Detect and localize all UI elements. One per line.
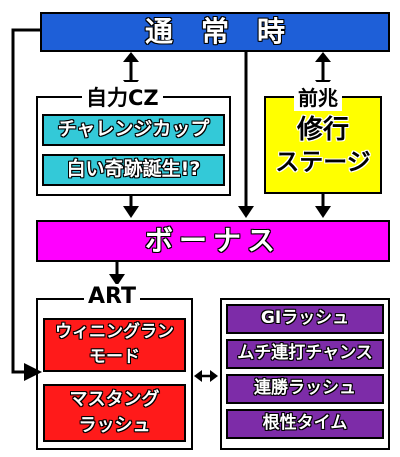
rush-item-whip-chance: ムチ連打チャンス <box>226 339 384 369</box>
arrow-normal-to-bonus <box>238 52 254 218</box>
winning-run-line1: ウィニングラン <box>55 321 174 342</box>
training-stage-line2: ステージ <box>275 148 371 177</box>
mustang-rush-line1: マスタング <box>69 388 160 410</box>
cz-item-white-miracle: 白い奇跡誕生!? <box>42 154 225 186</box>
art-item-winning-run-mode <box>43 318 186 372</box>
winning-run-line2: モード <box>89 346 140 367</box>
rush-group <box>220 298 390 450</box>
omen-training-box <box>264 96 382 194</box>
arrow-cz-to-bonus <box>123 194 139 218</box>
arrow-omen-to-bonus <box>315 194 331 218</box>
omen-label: 前兆 <box>294 82 342 111</box>
bidirectional-arrow-art-rush <box>194 370 218 382</box>
bonus-box: ボーナス <box>36 220 390 262</box>
training-stage-line1: 修行 <box>296 115 349 146</box>
self-cz-label: 自力CZ <box>82 82 163 112</box>
mustang-rush-line2: ラッシュ <box>78 414 151 436</box>
art-item-mustang-rush <box>43 384 186 442</box>
rush-item-gi-rush: GIラッシュ <box>226 304 384 334</box>
loop-arrow-normal-to-art <box>11 28 42 381</box>
cz-item-challenge-cup: チャレンジカップ <box>42 114 225 146</box>
rush-item-guts-time: 根性タイム <box>226 409 384 439</box>
arrow-bonus-to-art <box>109 262 125 286</box>
rush-item-winning-streak-rush: 連勝ラッシュ <box>226 374 384 404</box>
art-label: ART <box>84 284 140 309</box>
normal-time-box: 通 常 時 <box>40 12 390 52</box>
